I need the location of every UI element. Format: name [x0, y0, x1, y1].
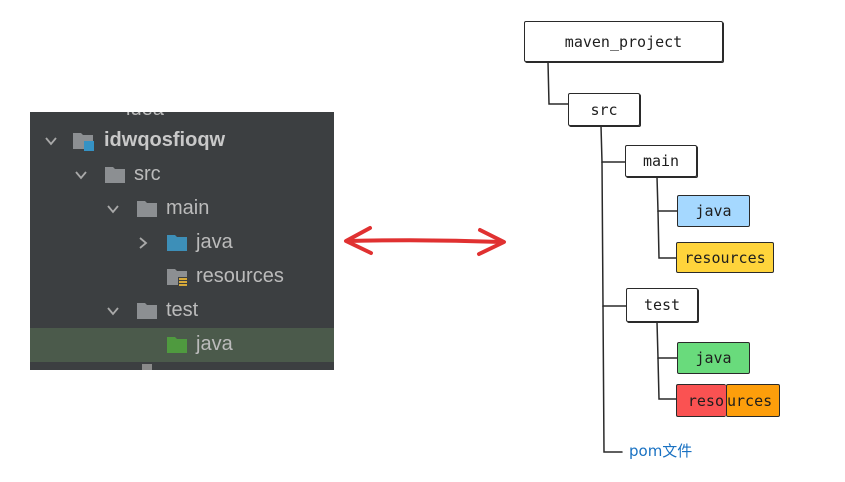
tree-item-idea-partial[interactable]: idea — [126, 112, 164, 121]
connector-main-java — [656, 176, 678, 212]
chevron-down-icon[interactable] — [106, 202, 120, 216]
node-label: resources — [684, 248, 766, 267]
folder-icon — [104, 166, 126, 184]
tree-item-label: idwqosfioqw — [104, 129, 226, 151]
chevron-right-icon[interactable] — [136, 236, 150, 250]
node-src: src — [568, 93, 640, 126]
test-source-folder-icon — [166, 336, 188, 354]
node-label: urces — [727, 391, 773, 410]
chevron-down-icon[interactable] — [74, 168, 88, 182]
tree-item-label: main — [166, 197, 210, 219]
tree-item-module[interactable]: idwqosfioqw — [30, 124, 334, 158]
chevron-down-icon[interactable] — [44, 134, 58, 148]
source-folder-icon — [166, 234, 188, 252]
tree-item-partial-icon — [142, 364, 152, 370]
node-label: maven_project — [564, 32, 683, 51]
node-label: test — [643, 296, 681, 314]
node-test: test — [626, 288, 698, 322]
ide-project-tree: idea idwqosfioqw src main — [30, 112, 334, 370]
node-test-resources-left: reso — [676, 384, 726, 417]
chevron-down-icon[interactable] — [106, 304, 120, 318]
node-main: main — [625, 145, 697, 177]
tree-item-test[interactable]: test — [30, 294, 334, 328]
double-arrow-icon — [344, 226, 506, 256]
node-maven-project: maven_project — [524, 21, 723, 62]
tree-item-main-resources[interactable]: resources — [30, 260, 334, 294]
connector-src-pom — [602, 305, 623, 453]
tree-item-label: resources — [196, 265, 284, 287]
folder-icon — [136, 302, 158, 320]
resources-folder-icon — [166, 268, 188, 287]
tree-item-label: java — [196, 231, 233, 253]
node-label: java — [695, 349, 732, 367]
connector-src-test — [601, 161, 627, 307]
tree-item-test-java[interactable]: java — [30, 328, 334, 362]
tree-item-src[interactable]: src — [30, 158, 334, 192]
connector-src-main — [600, 125, 626, 163]
connector-test-resources — [657, 357, 677, 400]
connector-test-java — [656, 321, 678, 359]
node-main-resources: resources — [676, 242, 774, 273]
node-label: main — [642, 152, 680, 170]
connector-main-resources — [657, 210, 677, 259]
tree-item-main[interactable]: main — [30, 192, 334, 226]
node-label: java — [695, 202, 732, 220]
folder-icon — [136, 200, 158, 218]
node-main-java: java — [677, 195, 750, 227]
tree-item-main-java[interactable]: java — [30, 226, 334, 260]
node-label: src — [590, 100, 618, 119]
node-test-resources-right: urces — [726, 384, 780, 417]
tree-item-label: src — [134, 163, 161, 185]
node-label: reso — [687, 391, 724, 410]
tree-item-label: test — [166, 299, 199, 321]
connector-root-src — [547, 61, 569, 105]
tree-item-label: java — [196, 333, 233, 355]
pom-file-label: pom文件 — [629, 442, 693, 460]
module-folder-icon — [72, 130, 94, 151]
node-test-java: java — [677, 342, 750, 374]
